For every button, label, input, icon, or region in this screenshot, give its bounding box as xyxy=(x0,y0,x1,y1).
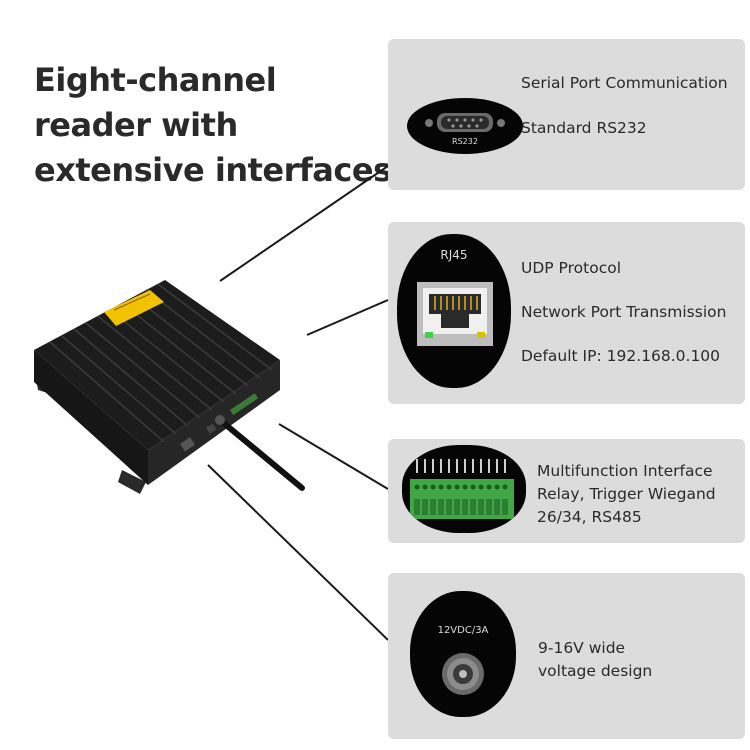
power-line-2: voltage design xyxy=(538,662,653,680)
panel-terminal: Multifunction Interface Relay, Trigger W… xyxy=(388,439,745,543)
terminal-line-1: Multifunction Interface xyxy=(537,462,713,480)
rj45-port-icon xyxy=(417,282,493,346)
serial-line-1: Serial Port Communication xyxy=(521,74,728,92)
terminal-block-icon xyxy=(410,459,514,519)
antenna xyxy=(217,417,305,491)
power-line-1: 9-16V wide xyxy=(538,639,626,657)
rj45-port-label: RJ45 xyxy=(440,248,468,262)
serial-line-2: Standard RS232 xyxy=(521,119,647,137)
power-port-label: 12VDC/3A xyxy=(437,625,489,636)
headline: Eight-channel reader with extensive inte… xyxy=(34,61,392,189)
network-line-3: Default IP: 192.168.0.100 xyxy=(521,347,721,365)
connector-line-serial xyxy=(219,165,389,282)
serial-port-photo: RS232 xyxy=(407,98,523,154)
db9-serial-port-icon xyxy=(425,113,505,132)
connector-line-power xyxy=(207,464,389,641)
connector-line-network xyxy=(306,299,389,336)
panel-network: RJ45 UDP Protocol Network Port Transmiss… xyxy=(388,222,745,404)
reader-device-image xyxy=(34,280,305,494)
panel-power: 12VDC/3A 9-16V wide voltage design xyxy=(388,573,745,739)
terminal-block-photo xyxy=(402,445,526,533)
terminal-line-3: 26/34, RS485 xyxy=(537,508,642,526)
warning-label xyxy=(104,290,164,326)
dc-power-jack-icon xyxy=(442,653,484,695)
network-line-2: Network Port Transmission xyxy=(521,303,727,321)
rj45-port-photo: RJ45 xyxy=(397,234,511,388)
connector-line-terminal xyxy=(278,423,389,490)
serial-port-label: RS232 xyxy=(452,137,478,146)
power-jack-photo: 12VDC/3A xyxy=(410,591,516,717)
panel-serial: RS232 Serial Port Communication Standard… xyxy=(388,39,745,190)
terminal-line-2: Relay, Trigger Wiegand xyxy=(537,485,716,503)
network-line-1: UDP Protocol xyxy=(521,259,622,277)
